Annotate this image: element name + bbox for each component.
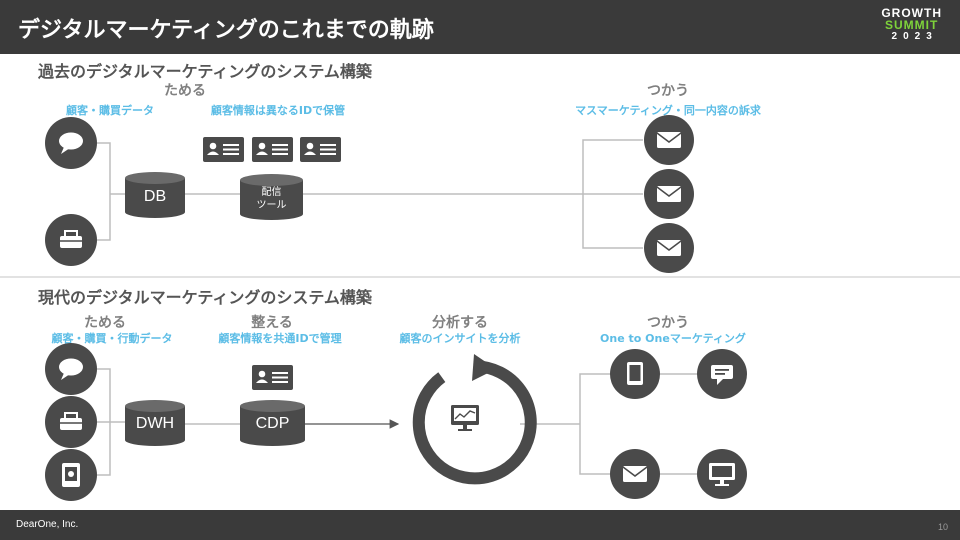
- current-phase-store: ためる: [84, 315, 126, 331]
- current-channel-bracket: [579, 373, 610, 475]
- growth-summit-logo: GROWTH SUMMIT 2023: [881, 7, 942, 43]
- id-card-icon: [203, 137, 244, 162]
- db-label: DB: [143, 188, 167, 205]
- delivery-tool-label: 配信 ツール: [257, 186, 287, 212]
- shopping-bag-icon: [45, 214, 97, 266]
- analytics-icon: [451, 405, 479, 431]
- mail-icon: [644, 169, 694, 219]
- past-caption-mass: マスマーケティング・同一内容の訴求: [575, 104, 761, 117]
- logo-line-3: 2023: [891, 31, 938, 42]
- monitor-icon: [697, 449, 747, 499]
- id-card-icon: [252, 137, 293, 162]
- chat-bubble-icon: [45, 343, 97, 395]
- past-caption-ids: 顧客情報は異なるIDで保管: [210, 104, 346, 117]
- current-phase-analyze: 分析する: [432, 315, 488, 331]
- section-separator: [0, 276, 960, 278]
- current-phase-use: つかう: [647, 315, 689, 331]
- chat-bubble-icon: [45, 117, 97, 169]
- logo-line-2: SUMMIT: [885, 18, 939, 32]
- footer-bar: DearOne, Inc. 10: [0, 510, 960, 540]
- mail-icon: [644, 115, 694, 165]
- current-caption-data: 顧客・購買・行動データ: [51, 332, 173, 345]
- dwh-cylinder: [125, 400, 185, 446]
- current-caption-insight: 顧客のインサイトを分析: [399, 332, 521, 345]
- id-card-icon: [300, 137, 341, 162]
- past-section-title: 過去のデジタルマーケティングのシステム構築: [38, 62, 372, 81]
- cdp-cylinder: [240, 400, 305, 446]
- cdp-label: CDP: [255, 415, 290, 432]
- past-phase-store: ためる: [164, 83, 206, 99]
- delivery-tool-cylinder: [240, 174, 303, 220]
- delivery-tool-label-line-1: 配信: [261, 187, 282, 198]
- current-phase-organize: 整える: [251, 315, 293, 331]
- delivery-tool-label-line-2: ツール: [256, 200, 287, 211]
- db-cylinder: [125, 172, 185, 218]
- current-caption-one-to-one: One to Oneマーケティング: [600, 332, 746, 345]
- mail-icon: [644, 223, 694, 273]
- logo-line-1: GROWTH: [881, 6, 942, 20]
- past-caption-data: 顧客・購買データ: [66, 104, 154, 117]
- message-icon: [697, 349, 747, 399]
- current-caption-common-id: 顧客情報を共通IDで管理: [218, 332, 342, 345]
- header-bar: デジタルマーケティングのこれまでの軌跡 GROWTH SUMMIT 2023: [0, 0, 960, 54]
- past-phase-use: つかう: [647, 83, 689, 99]
- tablet-icon: [45, 449, 97, 501]
- current-section-title: 現代のデジタルマーケティングのシステム構築: [38, 288, 372, 307]
- tablet-icon: [610, 349, 660, 399]
- page-title: デジタルマーケティングのこれまでの軌跡: [18, 18, 434, 43]
- page-number: 10: [937, 522, 948, 532]
- mail-icon: [610, 449, 660, 499]
- shopping-bag-icon: [45, 396, 97, 448]
- dwh-label: DWH: [135, 415, 175, 432]
- id-card-icon: [252, 365, 293, 390]
- footer-company: DearOne, Inc.: [16, 519, 79, 530]
- past-source-bracket: [97, 142, 111, 241]
- cycle-arrow-icon: [412, 354, 537, 485]
